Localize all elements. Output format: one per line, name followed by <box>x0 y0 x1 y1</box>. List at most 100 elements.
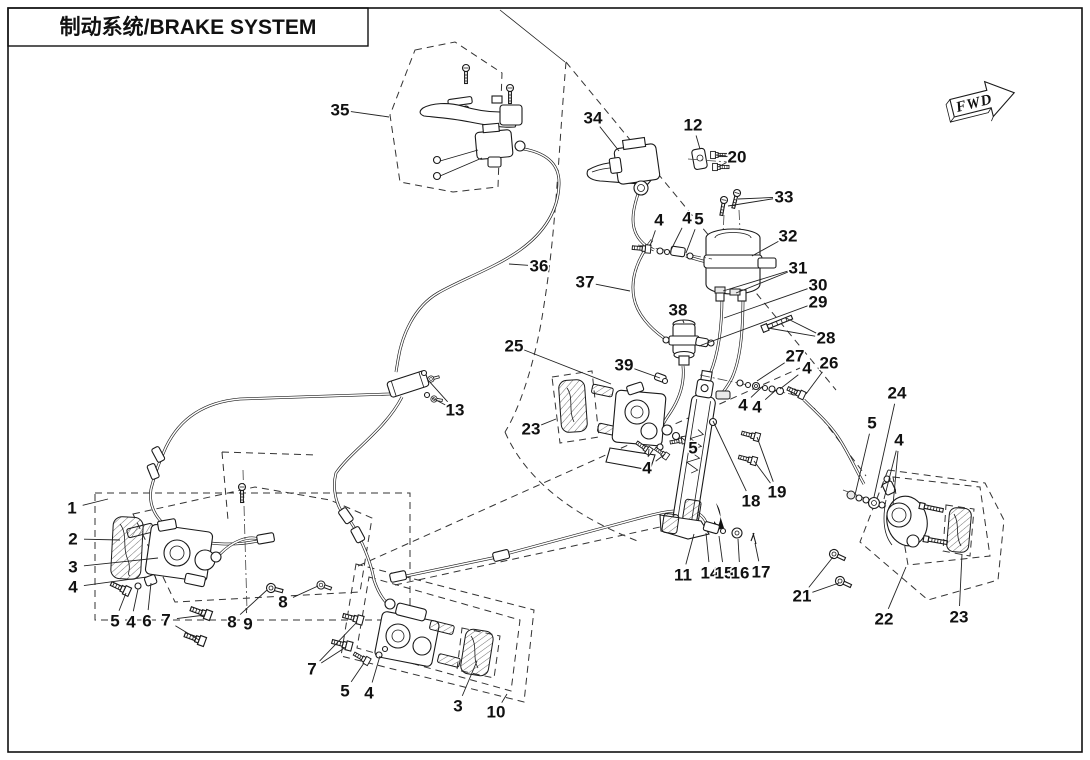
part-callout-29: 29 <box>809 293 828 312</box>
front-lower-caliper-group-outline <box>340 563 535 703</box>
leader-line <box>754 542 760 562</box>
leader-line <box>808 556 834 588</box>
part-callout-4: 4 <box>126 613 136 632</box>
clevis <box>702 521 720 535</box>
part-callout-4: 4 <box>752 398 762 417</box>
leader-line <box>805 371 823 395</box>
leader-line <box>779 374 799 390</box>
front-left-pipe <box>149 392 391 490</box>
leader-line <box>685 229 696 254</box>
leader-line <box>959 553 963 607</box>
leader-line <box>715 154 727 157</box>
leader-line <box>292 585 319 598</box>
leader-line <box>524 349 612 385</box>
part-callout-27: 27 <box>786 347 805 366</box>
part-callout-35: 35 <box>331 101 350 120</box>
part-callout-36: 36 <box>530 257 549 276</box>
leader-line <box>812 582 840 593</box>
part-callout-30: 30 <box>809 276 828 295</box>
part-callout-17: 17 <box>752 563 771 582</box>
part-callout-31: 31 <box>789 259 808 278</box>
leader-line <box>723 288 808 319</box>
banjo-bolt <box>785 384 807 401</box>
rear-right-caliper-group-outline <box>859 469 1005 601</box>
leader-line <box>767 327 816 337</box>
leader-line <box>83 538 121 541</box>
leader-line <box>319 621 358 662</box>
part-callout-37: 37 <box>576 273 595 292</box>
part-callout-16: 16 <box>731 564 750 583</box>
leader-line <box>737 197 774 200</box>
leader-line <box>175 625 200 641</box>
part-callout-14: 14 <box>701 564 720 583</box>
pad-spring <box>591 383 614 398</box>
brake-pad <box>946 507 972 553</box>
leader-line <box>82 498 109 506</box>
part-callout-4: 4 <box>68 578 78 597</box>
washer <box>731 527 743 539</box>
part-callout-19: 19 <box>768 483 787 502</box>
part-callout-4: 4 <box>802 359 812 378</box>
leader-line <box>132 588 139 612</box>
handlebar-clamp <box>691 147 708 170</box>
part-callout-34: 34 <box>584 109 603 128</box>
pedal-pad <box>661 513 680 535</box>
leader-line <box>705 532 710 563</box>
group-boundaries <box>94 9 1005 703</box>
leader-line <box>785 317 817 334</box>
part-callout-4: 4 <box>682 209 692 228</box>
reservoir-bracket <box>757 257 777 269</box>
pad-spring <box>437 653 461 668</box>
page-title: 制动系统/BRAKE SYSTEM <box>60 15 317 39</box>
brake-pad <box>460 628 494 677</box>
part-callout-8: 8 <box>227 613 236 632</box>
leader-line <box>427 379 448 403</box>
leader-line <box>892 450 899 506</box>
front-lower-hose <box>333 396 404 516</box>
leader-line <box>320 646 347 664</box>
part-callout-4: 4 <box>364 684 374 703</box>
leader-line <box>695 135 701 150</box>
front-brake-lever-assembly <box>419 63 526 181</box>
leader-line <box>634 368 661 379</box>
page-frame: 制动系统/BRAKE SYSTEM <box>7 7 1083 753</box>
part-callout-8: 8 <box>278 593 287 612</box>
leader-line <box>756 436 774 482</box>
leader-line <box>431 397 446 406</box>
rear-right-caliper <box>827 475 972 591</box>
rear-pad-outline <box>551 370 600 444</box>
part-callout-23: 23 <box>950 608 969 627</box>
pad-spring <box>429 620 455 635</box>
leader-line <box>680 436 686 441</box>
hose-clip <box>729 288 741 296</box>
hose-clip <box>714 286 726 294</box>
part-callout-13: 13 <box>446 401 465 420</box>
part-callout-2: 2 <box>68 530 77 549</box>
part-callout-5: 5 <box>340 682 349 701</box>
leader-line <box>649 230 656 247</box>
part-callout-9: 9 <box>243 615 252 634</box>
leader-line <box>887 566 907 610</box>
part-callout-10: 10 <box>487 703 506 722</box>
leader-line <box>764 389 777 401</box>
motion-arrow <box>714 503 724 531</box>
leader-line <box>751 240 779 257</box>
leader-line <box>541 418 557 426</box>
part-callout-4: 4 <box>642 459 652 478</box>
rear-caliper <box>558 379 688 471</box>
part-callout-20: 20 <box>728 148 747 167</box>
leader-line <box>595 283 631 292</box>
leader-line <box>854 433 870 496</box>
part-callout-1: 1 <box>67 499 76 518</box>
rear-pedal-master-cylinder <box>659 369 807 545</box>
part-callout-4: 4 <box>894 431 904 450</box>
pipe-fittings <box>146 446 511 583</box>
leader-line <box>461 660 478 697</box>
part-callout-24: 24 <box>888 384 907 403</box>
leader-line <box>83 576 148 586</box>
part-callout-33: 33 <box>775 188 794 207</box>
brake-pad <box>558 379 588 433</box>
part-callout-32: 32 <box>779 227 798 246</box>
part-callout-25: 25 <box>505 337 524 356</box>
